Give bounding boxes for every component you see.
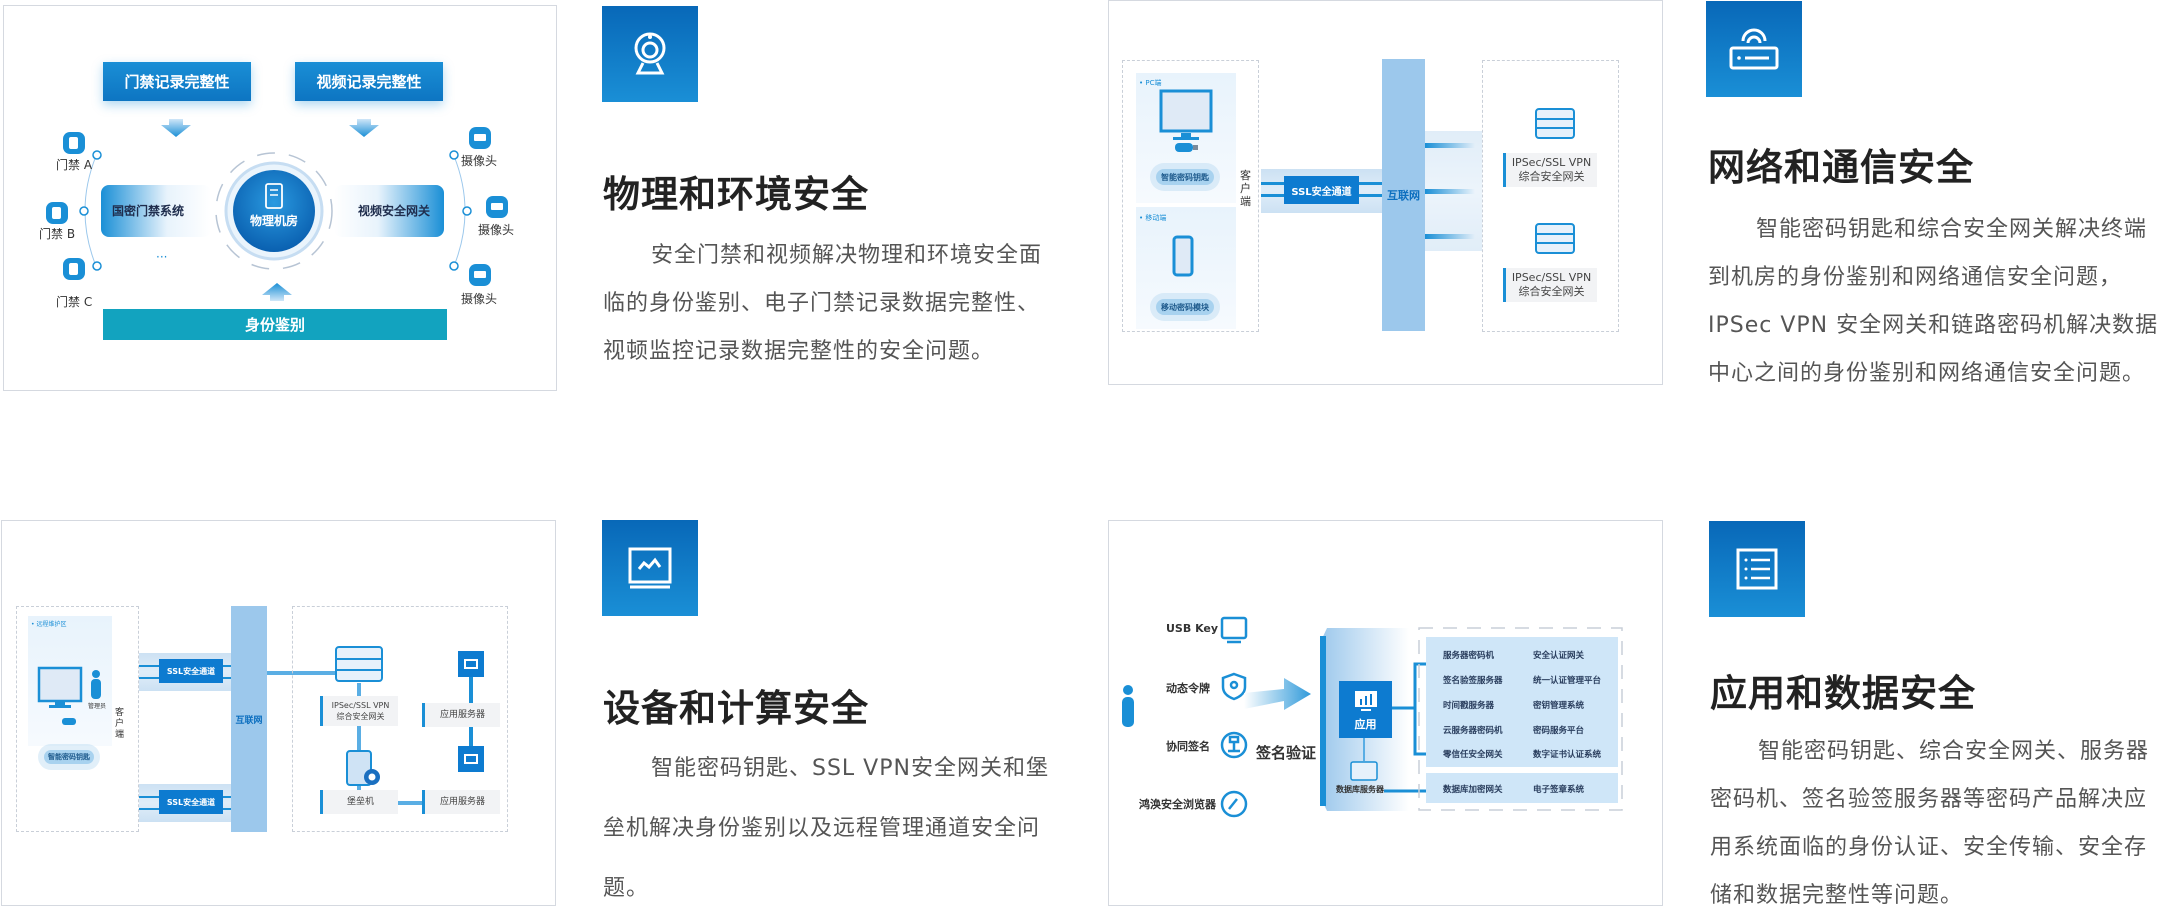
door-a-label: 门禁 A [56, 158, 93, 172]
internet-bar: 互联网 [1382, 59, 1425, 331]
product-item: 数字证书认证系统 [1533, 750, 1602, 760]
verify-arrow [1244, 678, 1311, 710]
ssl-tunnel: SSL安全通道 [1284, 176, 1359, 204]
monitor-chart-icon [628, 547, 672, 589]
product-item: 时间戳服务器 [1443, 701, 1495, 711]
product-item: 服务器密码机 [1443, 651, 1495, 661]
physical-room-label: 物理机房 [249, 214, 298, 228]
client-zone [1122, 60, 1259, 332]
app-server-2-icon [458, 746, 484, 772]
auth-co-sign: 协同签名 [1166, 740, 1210, 753]
product-list-box [1426, 637, 1618, 767]
section-icon-physical [602, 6, 698, 102]
product-item: 零信任安全网关 [1443, 750, 1503, 760]
client-zone [16, 606, 139, 832]
section-desc-network: 智能密码钥匙和综合安全网关解决终端 到机房的身份鉴别和网络通信安全问题， IPS… [1708, 217, 2159, 386]
pc-monitor-icon [1159, 89, 1213, 152]
section-title-device: 设备和计算安全 [603, 687, 869, 730]
section-desc-physical: 安全门禁和视频解决物理和环境安全面 临的身份鉴别、电子门禁记录数据完整性、 视顿… [603, 243, 1043, 364]
usb-key-icon [1220, 616, 1248, 644]
client-label: 客户端 [115, 708, 125, 740]
verify-label: 签名验证 [1256, 744, 1317, 762]
door-c-label: 门禁 C [56, 295, 93, 309]
application-diagram: USB Key 动态令牌 协同签名 鸿涣安全浏览器 签名验证 应用 数据库服务器… [1108, 520, 1663, 906]
device-diagram: • 远程维护区 管理员 智能密码钥匙 客户端 SSL安全通道 SSL安全通道 互… [1, 520, 556, 906]
product-item: 签名验签服务器 [1443, 676, 1503, 686]
identity-auth-bar: 身份鉴别 [103, 309, 447, 340]
section-title-physical: 物理和环境安全 [603, 173, 869, 216]
client-label: 客户端 [1240, 169, 1251, 208]
compass-icon [1220, 790, 1248, 818]
arrow-down-left [161, 119, 191, 137]
user-icon [1122, 685, 1134, 727]
admin-label: 管理员 [88, 703, 107, 710]
product-item: 统一认证管理平台 [1533, 676, 1602, 686]
section-title-application: 应用和数据安全 [1710, 672, 1976, 715]
vpn-gateway-label: IPSec/SSL VPN 综合安全网关 [320, 696, 398, 726]
door-system-label: 国密门禁系统 [112, 204, 185, 218]
bastion-label: 堡垒机 [320, 790, 398, 814]
product-item: 密钥管理系统 [1533, 701, 1585, 711]
mobile-label: • 移动端 [1139, 214, 1167, 222]
section-desc-device: 智能密码钥匙、SSL VPN安全网关和堡 垒机解决身份鉴别以及远程管理通道安全问… [603, 756, 1049, 901]
gateway-2-label: IPSec/SSL VPN 综合安全网关 [1503, 268, 1597, 302]
gateway-server-icon [335, 646, 383, 682]
section-desc-application: 智能密码钥匙、综合安全网关、服务器 密码机、签名验签服务器等密码产品解决应 用系… [1710, 739, 2150, 908]
ssl-tunnel-2: SSL安全通道 [159, 790, 223, 814]
camera-1-label: 摄像头 [461, 154, 498, 168]
app-server-1-icon [458, 651, 484, 677]
co-sign-network-icon [1220, 731, 1248, 759]
ellipsis: ··· [156, 250, 168, 264]
physical-diagram: 门禁记录完整性 视频记录完整性 [3, 5, 557, 391]
auth-usb-key: USB Key [1166, 622, 1219, 635]
product-item: 密码服务平台 [1533, 726, 1585, 736]
token-shield-icon [1221, 672, 1247, 701]
db-product-box [1426, 773, 1618, 803]
gateway-1-label: IPSec/SSL VPN 综合安全网关 [1503, 153, 1597, 187]
smart-key-chip: 智能密码钥匙 [44, 750, 94, 764]
db-product-item: 电子签章系统 [1533, 785, 1585, 795]
webcam-icon [634, 32, 666, 75]
network-diagram: • PC端 智能密码钥匙 • 移动端 移动密码模块 客户端 SSL安全通道 互联… [1108, 0, 1663, 385]
internet-bar: 互联网 [231, 606, 267, 832]
camera-3-label: 摄像头 [461, 292, 498, 306]
server-zone [292, 606, 508, 832]
product-item: 安全认证网关 [1533, 651, 1585, 661]
ssl-tunnel-1: SSL安全通道 [159, 659, 223, 683]
video-gateway-label: 视频安全网关 [358, 204, 431, 218]
app-box: 应用 [1339, 681, 1392, 738]
router-icon [1729, 28, 1779, 70]
gateway-server-icon [1535, 223, 1575, 254]
app-chart-icon [1355, 691, 1377, 711]
section-icon-application [1709, 521, 1805, 617]
smart-key-chip: 智能密码钥匙 [1156, 169, 1214, 185]
bastion-host-icon [346, 750, 380, 786]
section-title-network: 网络和通信安全 [1708, 146, 1974, 189]
physical-diagram-graphics [46, 119, 508, 301]
product-item: 云服务器密码机 [1443, 726, 1503, 736]
door-b-label: 门禁 B [39, 227, 76, 241]
mobile-module-chip: 移动密码模块 [1156, 299, 1214, 315]
arrow-down-right [349, 119, 379, 137]
arrow-up-bottom [262, 283, 292, 301]
app-label: 应用 [1354, 718, 1377, 731]
mobile-phone-icon [1172, 235, 1194, 277]
app-server-2-label: 应用服务器 [422, 790, 500, 814]
section-icon-network [1706, 1, 1802, 97]
door-record-integrity-box: 门禁记录完整性 [103, 62, 251, 101]
video-record-integrity-box: 视频记录完整性 [295, 62, 443, 101]
app-server-1-label: 应用服务器 [422, 703, 500, 727]
db-product-item: 数据库加密网关 [1443, 785, 1503, 795]
gateway-zone [1482, 60, 1619, 332]
auth-dynamic-token: 动态令牌 [1166, 682, 1210, 695]
list-document-icon [1736, 548, 1778, 590]
camera-2-label: 摄像头 [478, 223, 515, 237]
auth-secure-browser: 鸿涣安全浏览器 [1139, 798, 1216, 811]
db-server-label: 数据库服务器 [1336, 785, 1384, 794]
gateway-server-icon [1535, 108, 1575, 139]
section-icon-device [602, 520, 698, 616]
pc-label: • PC端 [1139, 79, 1162, 87]
workstation-icon [37, 666, 101, 725]
zone-label: • 远程维护区 [31, 621, 67, 628]
